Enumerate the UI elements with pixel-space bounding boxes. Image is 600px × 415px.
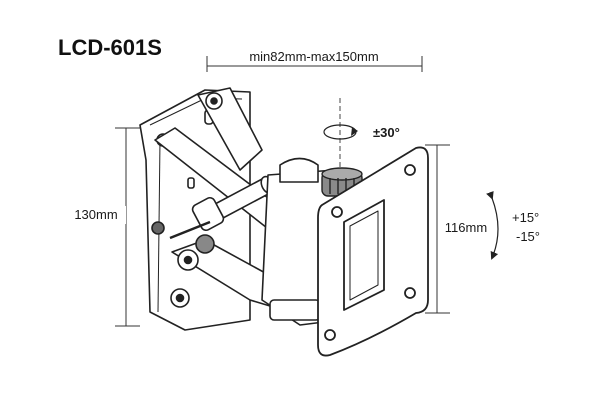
swivel-indicator: ±30°: [323, 98, 400, 168]
right-height-dimension: 116mm: [425, 144, 494, 314]
left-height-label: 130mm: [74, 207, 117, 222]
tilt-indicator: +15° -15°: [486, 190, 540, 260]
center-knob: [195, 234, 215, 254]
vesa-hole-top-left: [331, 206, 343, 218]
vesa-window: [343, 199, 385, 311]
swivel-label: ±30°: [373, 125, 400, 140]
width-range-label: min82mm-max150mm: [249, 49, 378, 64]
left-knob: [151, 221, 165, 235]
right-height-label: 116mm: [445, 220, 487, 235]
tilt-down-label: -15°: [516, 229, 540, 244]
left-height-dimension: 130mm: [66, 127, 140, 327]
top-pivot-plate: [197, 87, 263, 171]
width-dimension: min82mm-max150mm: [206, 49, 423, 72]
model-title: LCD-601S: [58, 35, 162, 60]
vesa-hole-bottom-right: [404, 287, 416, 299]
vesa-hole-bottom-left: [324, 329, 336, 341]
tilt-up-label: +15°: [512, 210, 539, 225]
vesa-plate: [317, 146, 429, 357]
vesa-hole-top-right: [404, 164, 416, 176]
